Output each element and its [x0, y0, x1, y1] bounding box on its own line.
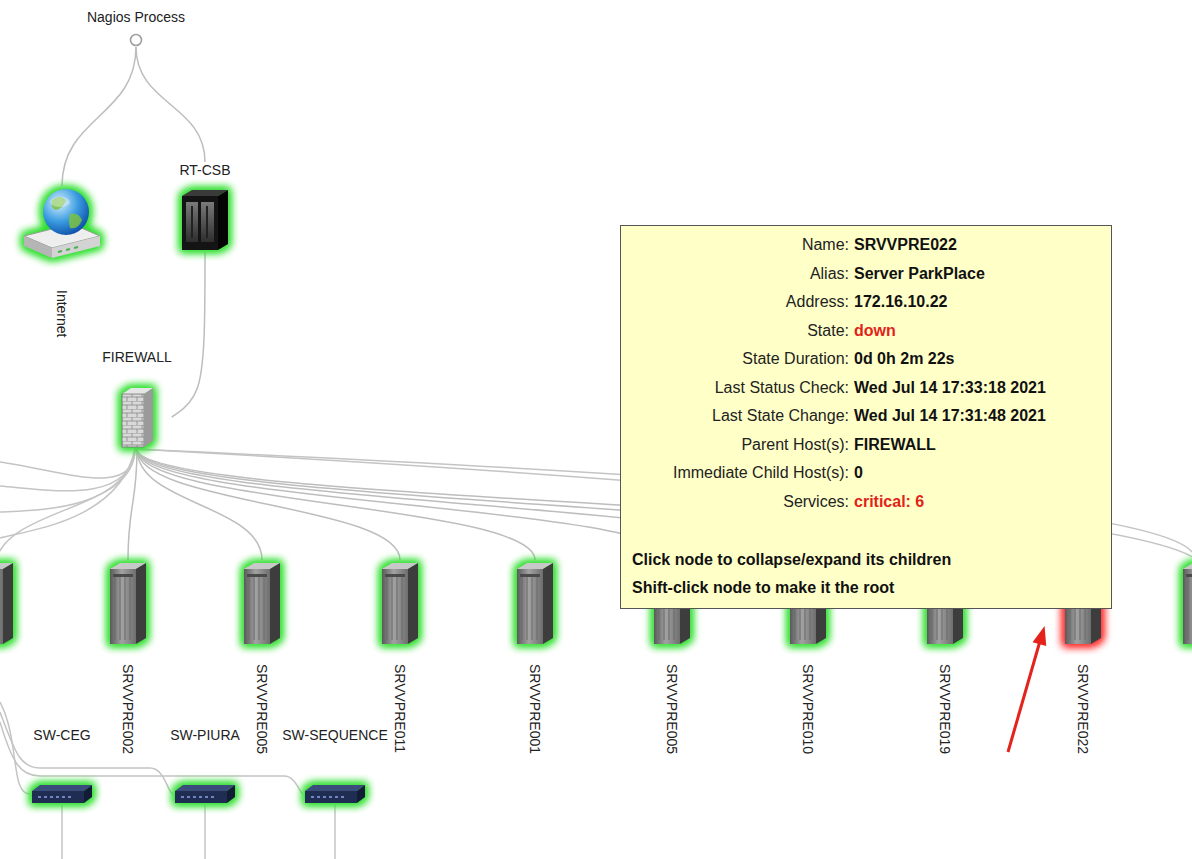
- switch-icon: [175, 785, 235, 803]
- server-node: SRVVPRE011: [379, 560, 421, 753]
- host-label: SRVVPRE002: [120, 664, 136, 754]
- tooltip-field-value: 0d 0h 2m 22s: [854, 345, 1101, 374]
- tooltip-field-value: down: [854, 317, 1101, 346]
- pointer-arrowhead: [1034, 628, 1046, 645]
- network-link: [137, 449, 400, 560]
- switch-node: SW-SEQUENCE: [282, 727, 388, 805]
- router-node: RT-CSB: [176, 162, 234, 252]
- tooltip-field-label: State Duration:: [629, 345, 849, 374]
- tooltip-field-value: FIREWALL: [854, 431, 1101, 460]
- offscreen-link: [0, 712, 173, 794]
- tooltip-field-label: Name:: [629, 231, 849, 260]
- tooltip-field-label: Services:: [629, 488, 849, 517]
- tooltip-field-label: Last Status Check:: [629, 374, 849, 403]
- server-icon: [382, 563, 418, 644]
- switch-icon: [303, 783, 367, 805]
- server-icon: [514, 560, 556, 646]
- server-node: SRVVPRE002: [107, 560, 149, 754]
- host-label: SRVVPRE011: [392, 664, 408, 753]
- server-icon: [244, 563, 280, 644]
- host-label: SRVVPRE010: [800, 664, 816, 754]
- switch-icon: [32, 785, 92, 803]
- switch-node: SW-CEG: [30, 727, 94, 805]
- network-link: [137, 449, 672, 560]
- process-circle: [129, 33, 143, 47]
- tooltip-hints: Click node to collapse/expand its childr…: [629, 546, 1101, 602]
- process-label: Nagios Process: [87, 9, 185, 25]
- partial-server-icon: [1183, 563, 1192, 644]
- host-label: SW-CEG: [33, 727, 90, 743]
- offscreen-link: [0, 449, 135, 562]
- tooltip-field-label: Parent Host(s):: [629, 431, 849, 460]
- firewall-icon: [122, 388, 153, 447]
- offscreen-link: [61, 805, 63, 859]
- tooltip-field-label: Address:: [629, 288, 849, 317]
- tooltip-field-value: 0: [854, 459, 1101, 488]
- server-icon: [1065, 563, 1101, 644]
- server-icon: [790, 563, 826, 644]
- network-link: [128, 449, 137, 560]
- server-icon: [107, 560, 149, 646]
- server-icon: [241, 560, 283, 646]
- switch-icon: [30, 783, 94, 805]
- tooltip-field-label: State:: [629, 317, 849, 346]
- server-icon: [110, 563, 146, 644]
- offscreen-link: [204, 805, 206, 859]
- network-link: [172, 252, 205, 417]
- server-node: SRVVPRE001: [514, 560, 556, 754]
- tooltip-hint: Shift-click node to make it the root: [629, 574, 1101, 602]
- tooltip-hint: Click node to collapse/expand its childr…: [629, 546, 1101, 574]
- router-icon: [22, 186, 102, 260]
- tooltip-field-value: 172.16.10.22: [854, 288, 1101, 317]
- switch-node: SW-PIURA: [170, 727, 240, 805]
- tooltip-field-label: Alias:: [629, 260, 849, 289]
- router-icon: [24, 189, 100, 258]
- tooltip-field-value: Wed Jul 14 17:31:48 2021: [854, 402, 1101, 431]
- offscreen-link: [0, 449, 135, 478]
- offscreen-link: [0, 449, 135, 512]
- server-icon: [654, 563, 690, 644]
- server-node: SRVVPRE005: [241, 560, 283, 754]
- host-label: SRVVPRE019: [937, 664, 953, 754]
- host-label: SRVVPRE005: [254, 664, 270, 754]
- tooltip-field-value: Wed Jul 14 17:33:18 2021: [854, 374, 1101, 403]
- host-label: FIREWALL: [102, 349, 172, 365]
- firewall-icon: [117, 385, 157, 449]
- host-label: RT-CSB: [179, 162, 230, 178]
- host-tooltip: Name:SRVVPRE022Alias:Server ParkPlaceAdd…: [620, 225, 1112, 609]
- tooltip-field-label: Immediate Child Host(s):: [629, 459, 849, 488]
- process-node: Nagios Process: [87, 9, 185, 47]
- offscreen-link: [0, 449, 135, 538]
- host-label: SRVVPRE005: [664, 664, 680, 754]
- network-link: [62, 47, 136, 186]
- tooltip-field-value: critical: 6: [854, 488, 1101, 517]
- network-link: [136, 47, 205, 162]
- tooltip-field-value: SRVVPRE022: [854, 231, 1101, 260]
- tooltip-field-label: Last State Change:: [629, 402, 849, 431]
- tooltip-fields: Name:SRVVPRE022Alias:Server ParkPlaceAdd…: [629, 231, 1101, 516]
- host-label: Internet: [54, 290, 70, 337]
- pointer-arrow: [1008, 641, 1040, 752]
- host-label: SRVVPRE001: [527, 664, 543, 754]
- offscreen-link: [334, 805, 336, 859]
- server-icon: [517, 563, 553, 644]
- host-label: SRVVPRE022: [1075, 664, 1091, 754]
- router-node: Internet: [22, 186, 102, 337]
- tooltip-field-value: Server ParkPlace: [854, 260, 1101, 289]
- switch-icon: [305, 785, 365, 803]
- firewall-node: FIREWALL: [102, 349, 172, 449]
- server-icon: [379, 560, 421, 646]
- cabinet-icon: [176, 188, 234, 252]
- host-label: SW-SEQUENCE: [282, 727, 388, 743]
- host-label: SW-PIURA: [170, 727, 240, 743]
- cabinet-icon: [182, 190, 228, 250]
- switch-icon: [173, 783, 237, 805]
- process-circle: [130, 35, 141, 46]
- partial-server-icon: [0, 563, 13, 644]
- server-icon: [927, 563, 963, 644]
